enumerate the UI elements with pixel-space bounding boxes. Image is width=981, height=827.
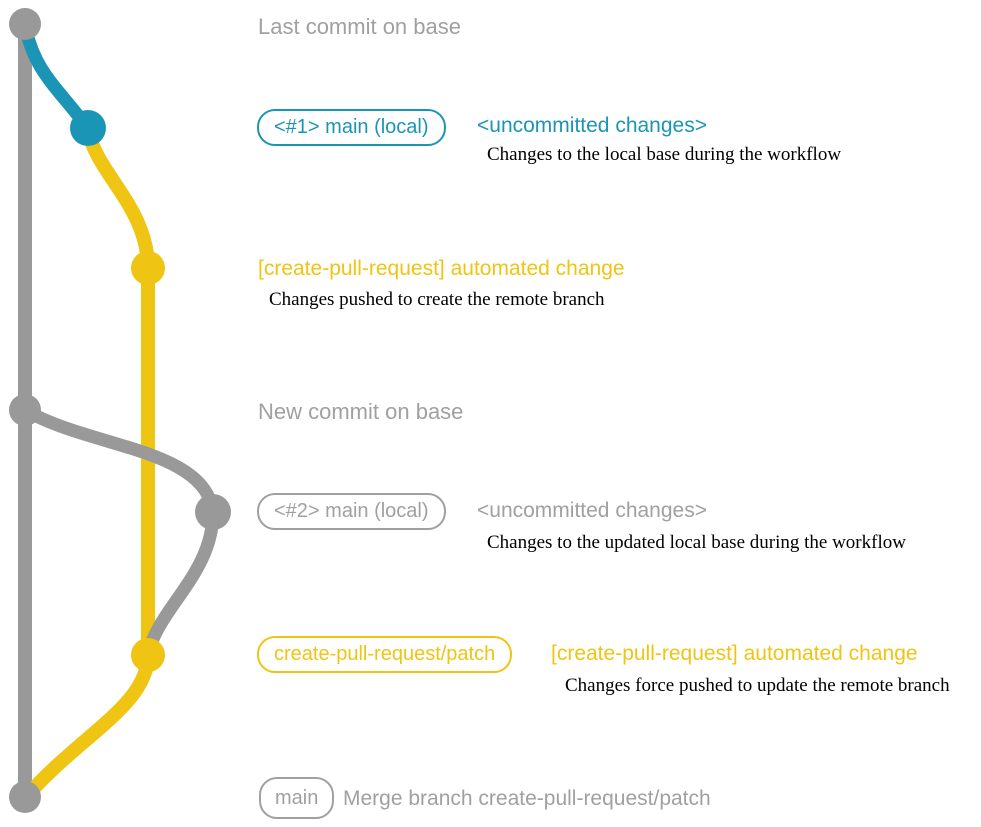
commit-title-automated-change-2: [create-pull-request] automated change xyxy=(551,642,918,665)
commit-title-merge-branch: Merge branch create-pull-request/patch xyxy=(343,787,711,810)
branch-tag-local-main-1: <#1> main (local) xyxy=(257,109,446,146)
commit-dot-merge xyxy=(9,781,41,813)
commit-dot-automated-change-1 xyxy=(131,251,165,285)
commit-dot-local-main-1 xyxy=(70,110,106,146)
commit-description-1: Changes to the local base during the wor… xyxy=(487,144,842,165)
annotation-new-commit-on-base: New commit on base xyxy=(258,399,464,424)
commit-description-3: Changes to the updated local base during… xyxy=(487,532,906,553)
commit-title-uncommitted-changes-1: <uncommitted changes> xyxy=(477,114,707,137)
commit-title-automated-change-1: [create-pull-request] automated change xyxy=(258,257,625,280)
updated-local-main-branch-line xyxy=(18,403,220,519)
commit-dot-local-main-2 xyxy=(195,494,231,530)
commit-description-4: Changes force pushed to update the remot… xyxy=(565,675,950,696)
commit-dot-new-base xyxy=(9,394,41,426)
annotation-last-commit-on-base: Last commit on base xyxy=(258,14,461,39)
commit-dot-automated-change-2 xyxy=(131,638,165,672)
branch-tag-create-pull-request-patch: create-pull-request/patch xyxy=(257,636,513,673)
commit-title-uncommitted-changes-2: <uncommitted changes> xyxy=(477,499,707,522)
commit-dot-last-base xyxy=(9,8,41,40)
branch-tag-local-main-2: <#2> main (local) xyxy=(257,493,446,530)
branch-tag-main: main xyxy=(259,777,335,819)
pull-request-branch-line xyxy=(19,121,155,804)
commit-description-2: Changes pushed to create the remote bran… xyxy=(269,289,605,310)
rebase-merge-line xyxy=(142,505,220,657)
